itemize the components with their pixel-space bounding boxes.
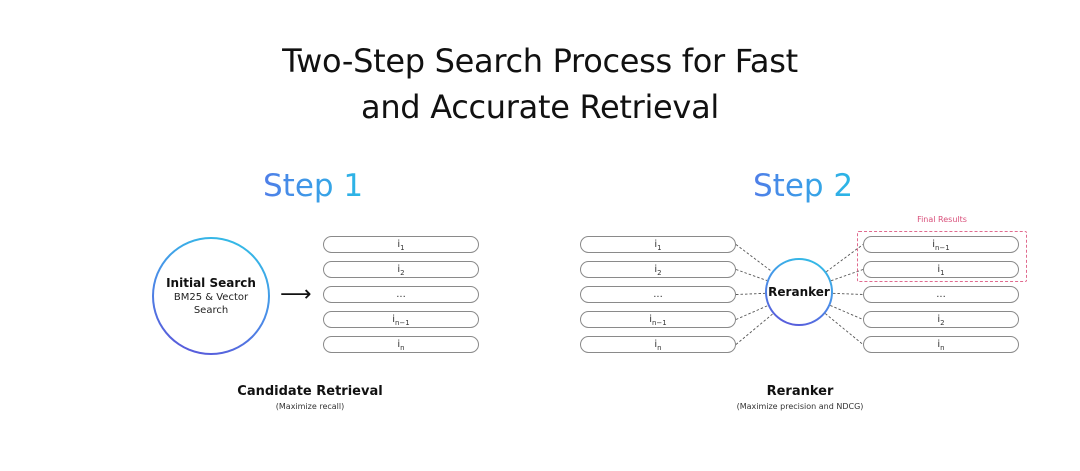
reranker-input-item-label: ... — [653, 289, 663, 300]
candidate-item: ... — [323, 286, 479, 303]
reranker-input-item: i2 — [580, 261, 736, 278]
candidate-item-label: i — [397, 239, 401, 250]
reranked-output-item-subscript: n — [940, 344, 945, 352]
reranker-caption-title: Reranker — [766, 384, 834, 399]
output-connector-line — [825, 313, 864, 345]
input-connector-line — [735, 292, 766, 295]
initial-search-title: Initial Search — [166, 276, 256, 290]
reranker-input-item-subscript: 2 — [657, 269, 662, 277]
step-2-heading: Step 2 — [753, 168, 854, 204]
candidate-item-subscript: 1 — [400, 244, 405, 252]
reranker-input-item-subscript: 1 — [657, 244, 662, 252]
step-1-heading: Step 1 — [263, 168, 364, 204]
input-connector-line — [735, 244, 773, 272]
initial-search-subtitle: BM25 & Vector Search — [173, 292, 249, 316]
reranker-input-item: in — [580, 336, 736, 353]
title-line-2: and Accurate Retrieval — [361, 88, 719, 126]
candidate-item: in — [323, 336, 479, 353]
final-results-label: Final Results — [917, 215, 967, 224]
candidate-item-label: i — [392, 314, 395, 325]
title-line-1: Two-Step Search Process for Fast — [282, 42, 798, 80]
output-connector-line — [832, 292, 864, 295]
candidate-item: i1 — [323, 236, 479, 253]
reranked-output-item-label: i — [937, 264, 941, 275]
candidate-item: in−1 — [323, 311, 479, 328]
reranker-input-item-label: i — [649, 314, 652, 325]
input-connector-line — [735, 305, 769, 320]
right-arrow-icon: ⟶ — [280, 282, 312, 307]
reranked-output-item: i1 — [863, 261, 1019, 278]
reranked-output-item-subscript: n−1 — [935, 244, 950, 252]
reranker-input-item-subscript: n−1 — [652, 319, 667, 327]
candidate-item-subscript: n−1 — [395, 319, 410, 327]
reranked-output-item-label: ... — [936, 289, 946, 300]
candidate-item-label: i — [397, 264, 401, 275]
candidate-retrieval-caption: Candidate Retrieval (Maximize recall) — [210, 383, 410, 413]
reranker-caption: Reranker (Maximize precision and NDCG) — [680, 383, 920, 413]
output-connector-line — [826, 244, 864, 273]
reranker-input-item: i1 — [580, 236, 736, 253]
candidate-item-label: i — [397, 339, 401, 350]
reranked-output-item-label: i — [937, 339, 941, 350]
reranked-output-item: in−1 — [863, 236, 1019, 253]
reranker-input-item-label: i — [654, 339, 658, 350]
reranker-input-item-subscript: n — [657, 344, 662, 352]
candidate-item: i2 — [323, 261, 479, 278]
final-results-box — [857, 231, 1027, 282]
reranked-output-item-label: i — [932, 239, 935, 250]
reranker-input-item-label: i — [654, 239, 658, 250]
candidate-item-label: ... — [396, 289, 406, 300]
reranker-caption-subtitle: (Maximize precision and NDCG) — [736, 402, 864, 411]
reranker-input-item: in−1 — [580, 311, 736, 328]
reranker-input-item: ... — [580, 286, 736, 303]
reranked-output-item-subscript: 1 — [940, 269, 945, 277]
reranker-input-item-label: i — [654, 264, 658, 275]
output-connector-line — [830, 305, 864, 320]
reranked-output-item: i2 — [863, 311, 1019, 328]
candidate-retrieval-subtitle: (Maximize recall) — [275, 402, 345, 411]
candidate-item-subscript: 2 — [400, 269, 405, 277]
reranker-circle-label: Reranker — [768, 285, 830, 299]
reranked-output-item-label: i — [937, 314, 941, 325]
reranker-circle: Reranker — [765, 258, 833, 326]
initial-search-circle: Initial Search BM25 & Vector Search — [152, 237, 270, 355]
reranked-output-item-subscript: 2 — [940, 319, 945, 327]
input-connector-line — [735, 313, 774, 345]
reranked-output-item: ... — [863, 286, 1019, 303]
candidate-item-subscript: n — [400, 344, 405, 352]
input-connector-line — [735, 269, 768, 281]
reranked-output-item: in — [863, 336, 1019, 353]
candidate-retrieval-title: Candidate Retrieval — [237, 384, 383, 399]
diagram-title: Two-Step Search Process for Fast and Acc… — [0, 38, 1080, 130]
